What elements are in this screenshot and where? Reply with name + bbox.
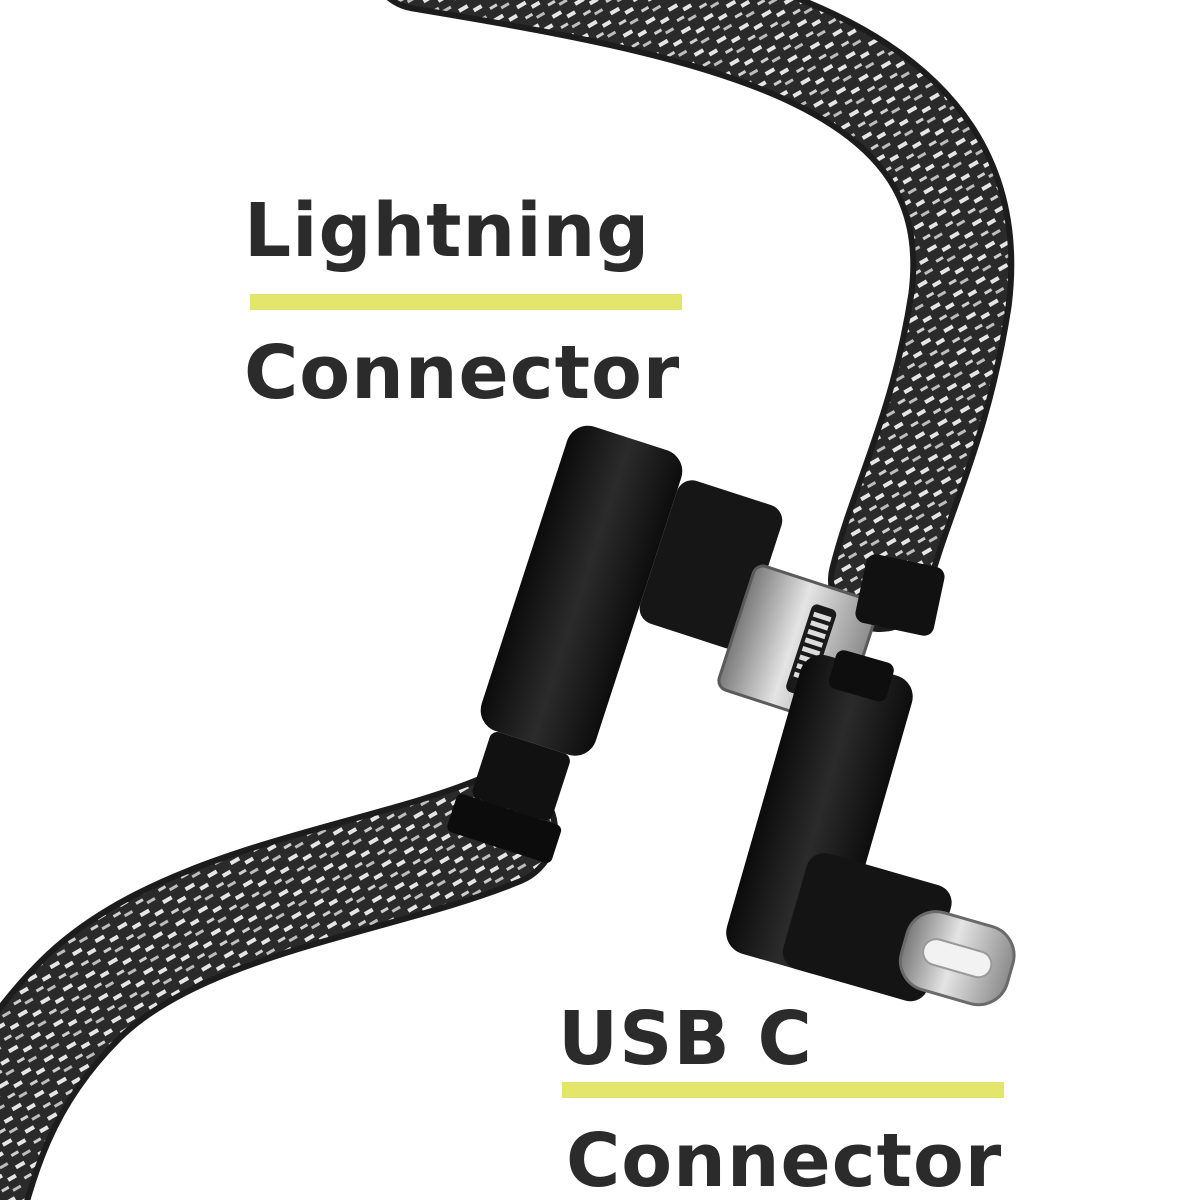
lightning-subtitle: Connector: [244, 330, 681, 416]
cable-sleeve: [855, 554, 945, 636]
lightning-title: Lightning: [244, 188, 651, 274]
usb-c-subtitle: Connector: [566, 1118, 1003, 1200]
accent-rule-top: [250, 294, 682, 310]
usb-c-connector: [726, 650, 1016, 1007]
usb-c-title: USB C: [558, 996, 813, 1082]
accent-rule-bottom: [562, 1082, 1004, 1098]
